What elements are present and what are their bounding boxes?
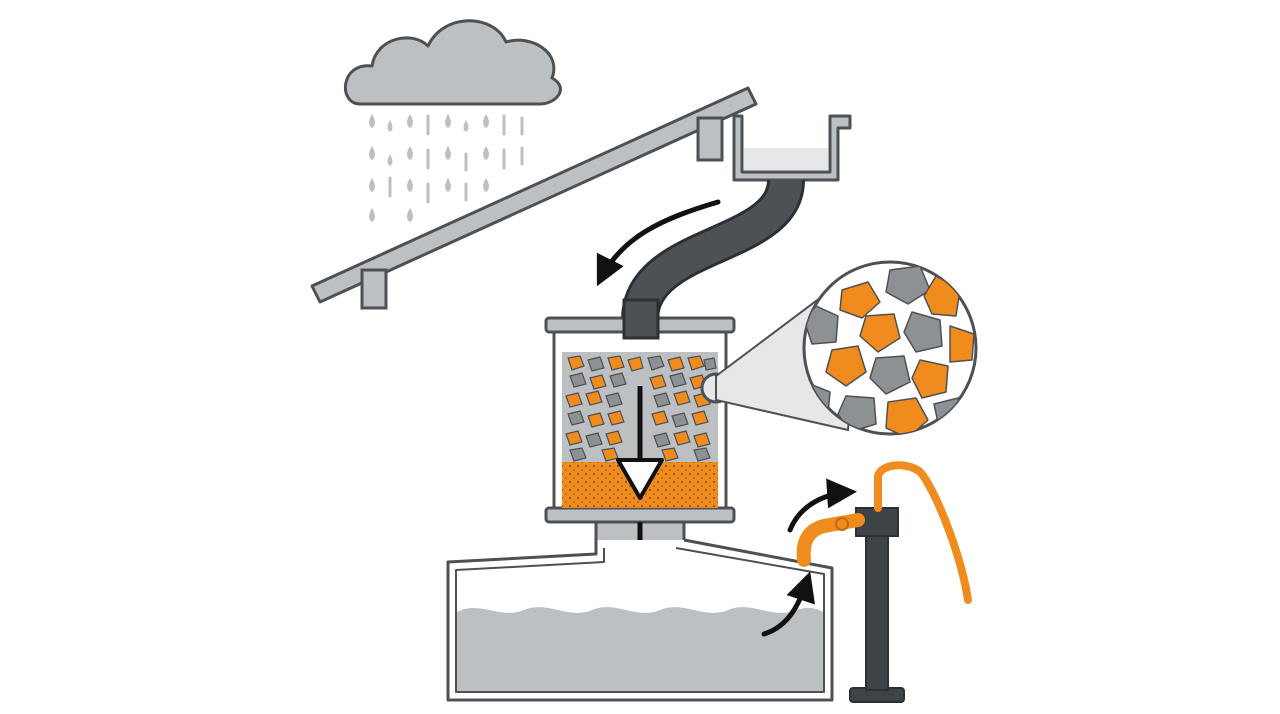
gutter [732,114,852,182]
roof-support-left [360,268,388,310]
rain-to-gutter-arrow [596,199,721,287]
filter-tank [544,298,736,550]
pump-out-arrow [787,478,857,533]
storage-tank [446,538,834,702]
filter-flow-arrow [616,386,664,500]
pump-column [865,519,889,691]
downpipe-inlet [622,298,660,340]
rain-streaks [388,114,524,204]
raindrops [369,114,489,222]
cloud-shape [344,19,562,106]
tap-valve [835,517,849,531]
flow-arrows [596,199,857,637]
rain-cloud [344,19,562,222]
hand-pump [796,461,972,703]
tank-to-pump-arrow [761,571,815,637]
roof [310,86,758,310]
roof-panel [310,86,758,304]
gutter-water [744,148,828,170]
gutter-channel [732,114,852,182]
filter-tank-base [544,506,736,524]
filter-media-zoom [715,260,978,436]
storage-tank-inner [455,547,825,693]
stored-water [457,607,823,691]
roof-support-right [696,116,724,162]
pump-handle [874,461,972,604]
pump-spout [796,513,865,567]
